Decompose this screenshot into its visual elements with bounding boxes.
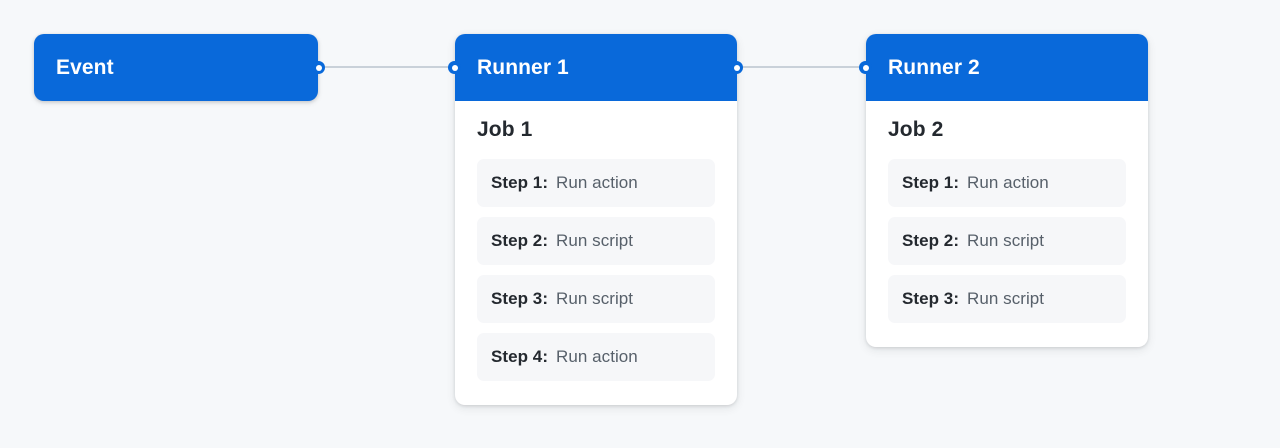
step-label: Step 2:: [902, 231, 960, 250]
job-2-title: Job 2: [888, 118, 944, 141]
step-row[interactable]: Step 4: Run action: [477, 333, 715, 381]
step-description: Run action: [967, 173, 1049, 192]
step-label: Step 1:: [902, 173, 960, 192]
step-description: Run script: [967, 289, 1045, 308]
step-label: Step 3:: [491, 289, 549, 308]
runner-2-step-list: Step 1: Run action Step 2: Run script St…: [888, 159, 1126, 323]
event-node[interactable]: Event: [34, 34, 318, 101]
step-label: Step 4:: [491, 347, 549, 366]
handle-runner1-output[interactable]: [730, 61, 743, 74]
step-description: Run script: [967, 231, 1045, 250]
step-label: Step 1:: [491, 173, 549, 192]
step-description: Run action: [556, 347, 638, 366]
runner-1-header: Runner 1: [455, 34, 737, 101]
runner-1-step-list: Step 1: Run action Step 2: Run script St…: [477, 159, 715, 381]
runner-card-2[interactable]: Runner 2 Job 2 Step 1: Run action Step 2…: [866, 34, 1148, 347]
step-row[interactable]: Step 3: Run script: [477, 275, 715, 323]
event-node-label: Event: [56, 55, 114, 79]
step-label: Step 2:: [491, 231, 549, 250]
runner-2-body: Job 2 Step 1: Run action Step 2: Run scr…: [866, 101, 1148, 347]
job-1-title: Job 1: [477, 118, 533, 141]
step-description: Run script: [556, 231, 634, 250]
runner-1-title: Runner 1: [477, 55, 569, 79]
step-row[interactable]: Step 3: Run script: [888, 275, 1126, 323]
runner-1-body: Job 1 Step 1: Run action Step 2: Run scr…: [455, 101, 737, 405]
step-description: Run action: [556, 173, 638, 192]
handle-event-output[interactable]: [312, 61, 325, 74]
handle-runner2-input[interactable]: [859, 61, 872, 74]
edge-event-to-runner1: [318, 66, 458, 68]
handle-runner1-input[interactable]: [448, 61, 461, 74]
step-row[interactable]: Step 2: Run script: [477, 217, 715, 265]
runner-2-header: Runner 2: [866, 34, 1148, 101]
edge-runner1-to-runner2: [736, 66, 869, 68]
runner-2-title: Runner 2: [888, 55, 980, 79]
step-row[interactable]: Step 1: Run action: [477, 159, 715, 207]
step-row[interactable]: Step 2: Run script: [888, 217, 1126, 265]
step-description: Run script: [556, 289, 634, 308]
step-label: Step 3:: [902, 289, 960, 308]
step-row[interactable]: Step 1: Run action: [888, 159, 1126, 207]
runner-card-1[interactable]: Runner 1 Job 1 Step 1: Run action Step 2…: [455, 34, 737, 405]
